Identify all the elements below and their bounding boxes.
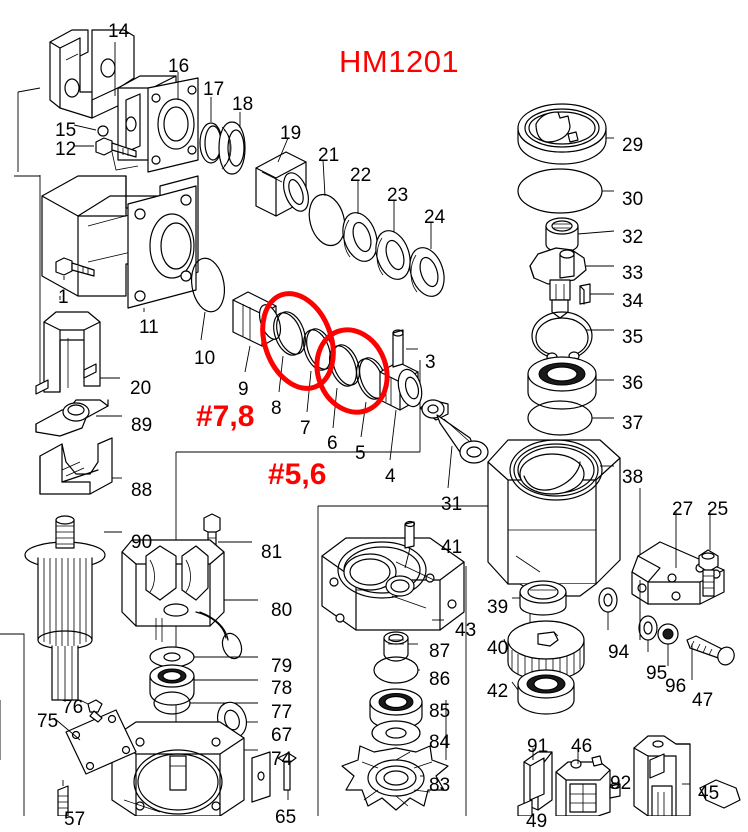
part-number-label-9: 9 xyxy=(238,379,249,400)
part-number-label-15: 15 xyxy=(55,120,77,141)
part-number-label-90: 90 xyxy=(131,532,153,553)
part-number-label-16: 16 xyxy=(168,56,190,77)
annotation-parts-5-6: #5,6 xyxy=(268,458,327,491)
part-number-label-77: 77 xyxy=(271,702,293,723)
part-number-label-49: 49 xyxy=(526,811,548,832)
part-number-label-96: 96 xyxy=(665,676,687,697)
part-number-label-92: 92 xyxy=(610,773,632,794)
highlight-circle-5-6 xyxy=(314,327,390,415)
part-number-label-40: 40 xyxy=(487,638,509,659)
part-number-label-47: 47 xyxy=(692,690,714,711)
part-number-label-42: 42 xyxy=(487,681,509,702)
part-number-label-46: 46 xyxy=(571,736,593,757)
part-number-label-45: 45 xyxy=(698,783,720,804)
part-number-label-11: 11 xyxy=(139,317,159,338)
part-number-label-80: 80 xyxy=(271,600,293,621)
part-number-label-84: 84 xyxy=(429,732,451,753)
part-number-label-39: 39 xyxy=(487,597,509,618)
part-number-label-81: 81 xyxy=(261,542,283,563)
part-number-label-87: 87 xyxy=(429,641,451,662)
annotation-parts-7-8: #7,8 xyxy=(196,400,255,433)
part-number-label-86: 86 xyxy=(429,669,451,690)
part-number-label-14: 14 xyxy=(108,21,130,42)
part-number-label-75: 75 xyxy=(37,711,59,732)
part-number-label-22: 22 xyxy=(350,165,372,186)
part-number-label-33: 33 xyxy=(622,263,644,284)
part-number-label-29: 29 xyxy=(622,135,644,156)
part-number-label-36: 36 xyxy=(622,373,644,394)
part-number-label-65: 65 xyxy=(275,807,297,828)
part-number-label-37: 37 xyxy=(622,413,644,434)
part-number-label-19: 19 xyxy=(280,123,302,144)
part-number-label-20: 20 xyxy=(130,378,152,399)
part-number-label-8: 8 xyxy=(271,398,282,419)
highlight-circle-7-8 xyxy=(260,291,336,391)
part-number-label-21: 21 xyxy=(318,145,340,166)
red-highlight-group xyxy=(260,291,390,415)
part-number-label-35: 35 xyxy=(622,327,644,348)
part-number-label-17: 17 xyxy=(203,79,225,100)
part-number-label-3: 3 xyxy=(425,352,436,373)
part-number-label-85: 85 xyxy=(429,701,451,722)
part-number-label-4: 4 xyxy=(385,466,396,487)
part-number-label-7: 7 xyxy=(300,418,311,439)
part-number-label-10: 10 xyxy=(194,348,216,369)
part-number-label-67: 67 xyxy=(271,725,293,746)
part-number-label-38: 38 xyxy=(622,467,644,488)
part-number-label-89: 89 xyxy=(131,415,153,436)
part-number-label-5: 5 xyxy=(355,443,366,464)
part-number-label-6: 6 xyxy=(327,433,338,454)
part-number-label-79: 79 xyxy=(271,656,293,677)
part-number-label-88: 88 xyxy=(131,480,153,501)
part-number-label-43: 43 xyxy=(455,620,477,641)
part-number-label-78: 78 xyxy=(271,678,293,699)
part-number-label-95: 95 xyxy=(646,663,668,684)
part-number-label-76: 76 xyxy=(62,697,84,718)
part-number-label-41: 41 xyxy=(441,537,463,558)
part-number-label-57: 57 xyxy=(64,809,86,830)
part-number-label-25: 25 xyxy=(707,499,729,520)
part-number-label-83: 83 xyxy=(429,775,451,796)
part-number-label-24: 24 xyxy=(424,207,446,228)
part-number-label-18: 18 xyxy=(232,94,254,115)
part-number-label-23: 23 xyxy=(387,185,409,206)
part-number-label-12: 12 xyxy=(55,139,77,160)
part-number-label-31: 31 xyxy=(441,494,463,515)
part-number-label-34: 34 xyxy=(622,291,644,312)
part-number-label-30: 30 xyxy=(622,189,644,210)
part-number-label-27: 27 xyxy=(672,499,694,520)
part-number-label-1: 1 xyxy=(58,287,69,308)
part-number-label-74: 74 xyxy=(271,749,293,770)
part-number-label-94: 94 xyxy=(608,642,630,663)
page-title: HM1201 xyxy=(339,44,460,79)
part-number-label-32: 32 xyxy=(622,227,644,248)
part-number-label-91: 91 xyxy=(527,736,549,757)
